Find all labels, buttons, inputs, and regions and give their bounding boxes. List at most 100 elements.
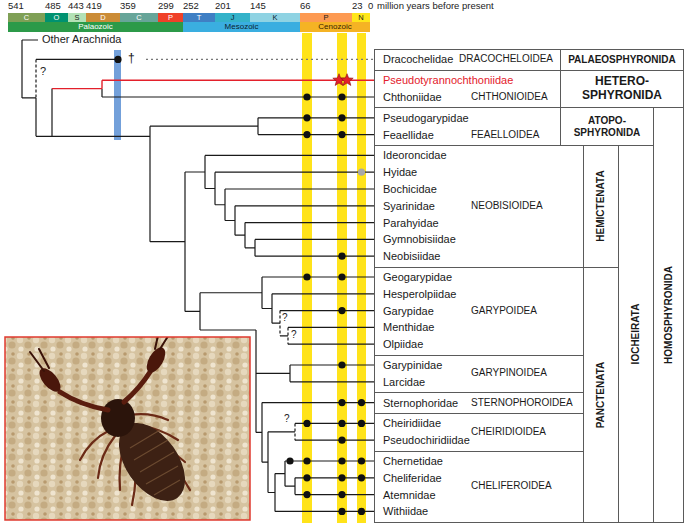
clade-box: IOCHEIRATA <box>618 145 654 523</box>
family-name: Sternophoridae <box>383 396 458 410</box>
superfamily-name: FEAELLOIDEA <box>471 128 539 142</box>
family-name: Pseudogarypidae <box>383 111 469 125</box>
fossil-age-bar <box>114 50 121 140</box>
chela <box>36 365 65 395</box>
family-name: Larcidae <box>383 375 425 389</box>
fossil-dot <box>338 307 345 314</box>
new-fossil-stars <box>333 74 353 86</box>
amber-age-bar <box>337 33 347 523</box>
fossil-dot <box>303 93 310 100</box>
pedipalp <box>60 372 150 410</box>
time-tick-label: 485 <box>45 1 61 11</box>
family-name: Geogarypidae <box>383 270 452 284</box>
era-bar <box>8 22 370 32</box>
period-label: P <box>168 14 173 22</box>
period-band <box>86 13 120 22</box>
family-name: Parahyidae <box>383 216 439 230</box>
amber-age-bar <box>302 33 312 523</box>
clade-name: PALAEOSPHYRONIDA <box>563 54 681 66</box>
fossil-dot <box>303 491 310 498</box>
period-bar <box>8 13 370 22</box>
fossil-dot <box>303 474 310 481</box>
period-band <box>183 13 215 22</box>
amber-age-bar <box>357 33 366 523</box>
fossil-dot <box>338 361 345 368</box>
extinct-branch <box>146 59 374 60</box>
time-tick-label: 443 <box>68 1 84 11</box>
fossil-dot <box>286 457 293 464</box>
family-name: Gymnobisiidae <box>383 232 456 246</box>
fossil-dot <box>338 457 345 464</box>
time-tick-label: 201 <box>215 1 231 11</box>
period-band <box>352 13 370 22</box>
period-band <box>300 13 352 22</box>
fossil-dot <box>338 399 345 406</box>
leg <box>130 414 168 420</box>
fossil-dot <box>303 420 310 427</box>
fossil-dot <box>338 420 345 427</box>
time-tick-label: 23 <box>352 1 363 11</box>
family-name: Garypinidae <box>383 358 442 372</box>
time-tick-label: 359 <box>120 1 136 11</box>
fossil-dot <box>358 399 365 406</box>
time-tick-label: 299 <box>158 1 174 11</box>
photo-frame <box>5 337 250 520</box>
family-name: Garypidae <box>383 304 434 318</box>
clade-name: ATOPO- SPHYRONIDA <box>567 115 647 138</box>
uncertainty-mark: ? <box>291 330 297 340</box>
superfamily-box: PseudogarypidaeFeaellidae FEAELLOIDEA <box>374 107 561 146</box>
period-band <box>120 13 158 22</box>
superfamily-name: GARYPINOIDEA <box>471 366 547 380</box>
family-name: Chthoniidae <box>383 90 442 104</box>
period-band <box>45 13 68 22</box>
time-tick-label: 541 <box>8 1 24 11</box>
superfamily-box: IdeoroncidaeHyidaeBochicidaeSyarinidaePa… <box>374 145 584 268</box>
fossil-dot <box>338 273 345 280</box>
period-label: P <box>323 14 328 22</box>
family-name: Withiidae <box>383 504 428 518</box>
period-label: S <box>74 14 79 22</box>
period-band <box>68 13 86 22</box>
clade-box: HEMICTENATA <box>583 145 619 268</box>
leg <box>80 430 110 460</box>
period-band <box>215 13 250 22</box>
time-tick-label: 252 <box>183 1 199 11</box>
period-label: C <box>24 14 29 22</box>
chela-fingers <box>30 337 170 371</box>
family-name: Dracochelidae <box>383 52 453 66</box>
clade-name: IOCHEIRATA <box>631 304 641 365</box>
superfamily-name: GARYPOIDEA <box>471 304 537 318</box>
highlighted-branch <box>52 80 374 88</box>
clade-name: HOMOSPHYRONIDA <box>664 266 674 364</box>
family-name: Pseudotyrannochthoniidae <box>383 73 513 87</box>
uncertainty-mark: ? <box>40 66 46 77</box>
superfamily-name: CHTHONIOIDEA <box>471 90 548 104</box>
clade-name: HEMICTENATA <box>596 171 606 242</box>
superfamily-box: SternophoridaeSTERNOPHOROIDEA <box>374 392 584 414</box>
family-name: Feaellidae <box>383 128 434 142</box>
family-name: Chernetidae <box>383 454 443 468</box>
superfamily-box: CheiridiidaePseudochiridiidaeCHEIRIDIOID… <box>374 413 584 452</box>
fossil-dot <box>358 457 365 464</box>
superfamily-box: ChernetidaeCheliferidaeAtemnidaeWithiida… <box>374 451 584 523</box>
superfamily-box: GarypinidaeLarcidae GARYPINOIDEA <box>374 355 584 394</box>
superfamily-name: CHELIFEROIDEA <box>471 479 552 493</box>
fossil-star <box>341 74 353 86</box>
period-label: T <box>197 14 202 22</box>
fossil-dot <box>114 56 121 63</box>
fossil-dot <box>338 114 345 121</box>
superfamily-box: DracochelidaeDRACOCHELOIDEA <box>374 49 561 71</box>
period-label: N <box>358 14 363 22</box>
era-label: Palaozoic <box>78 23 113 31</box>
time-tick-label: 66 <box>300 1 311 11</box>
clade-box: HOMOSPHYRONIDA <box>653 107 684 522</box>
pseudoscorpion-photo <box>5 337 250 520</box>
period-label: O <box>54 14 60 22</box>
leg <box>98 436 115 478</box>
fossil-dot <box>358 474 365 481</box>
family-name: Olpiidae <box>383 337 423 351</box>
family-name: Syarinidae <box>383 199 435 213</box>
fossil-dot <box>338 131 345 138</box>
clade-name: HETERO- SPHYRONIDA <box>572 75 672 103</box>
